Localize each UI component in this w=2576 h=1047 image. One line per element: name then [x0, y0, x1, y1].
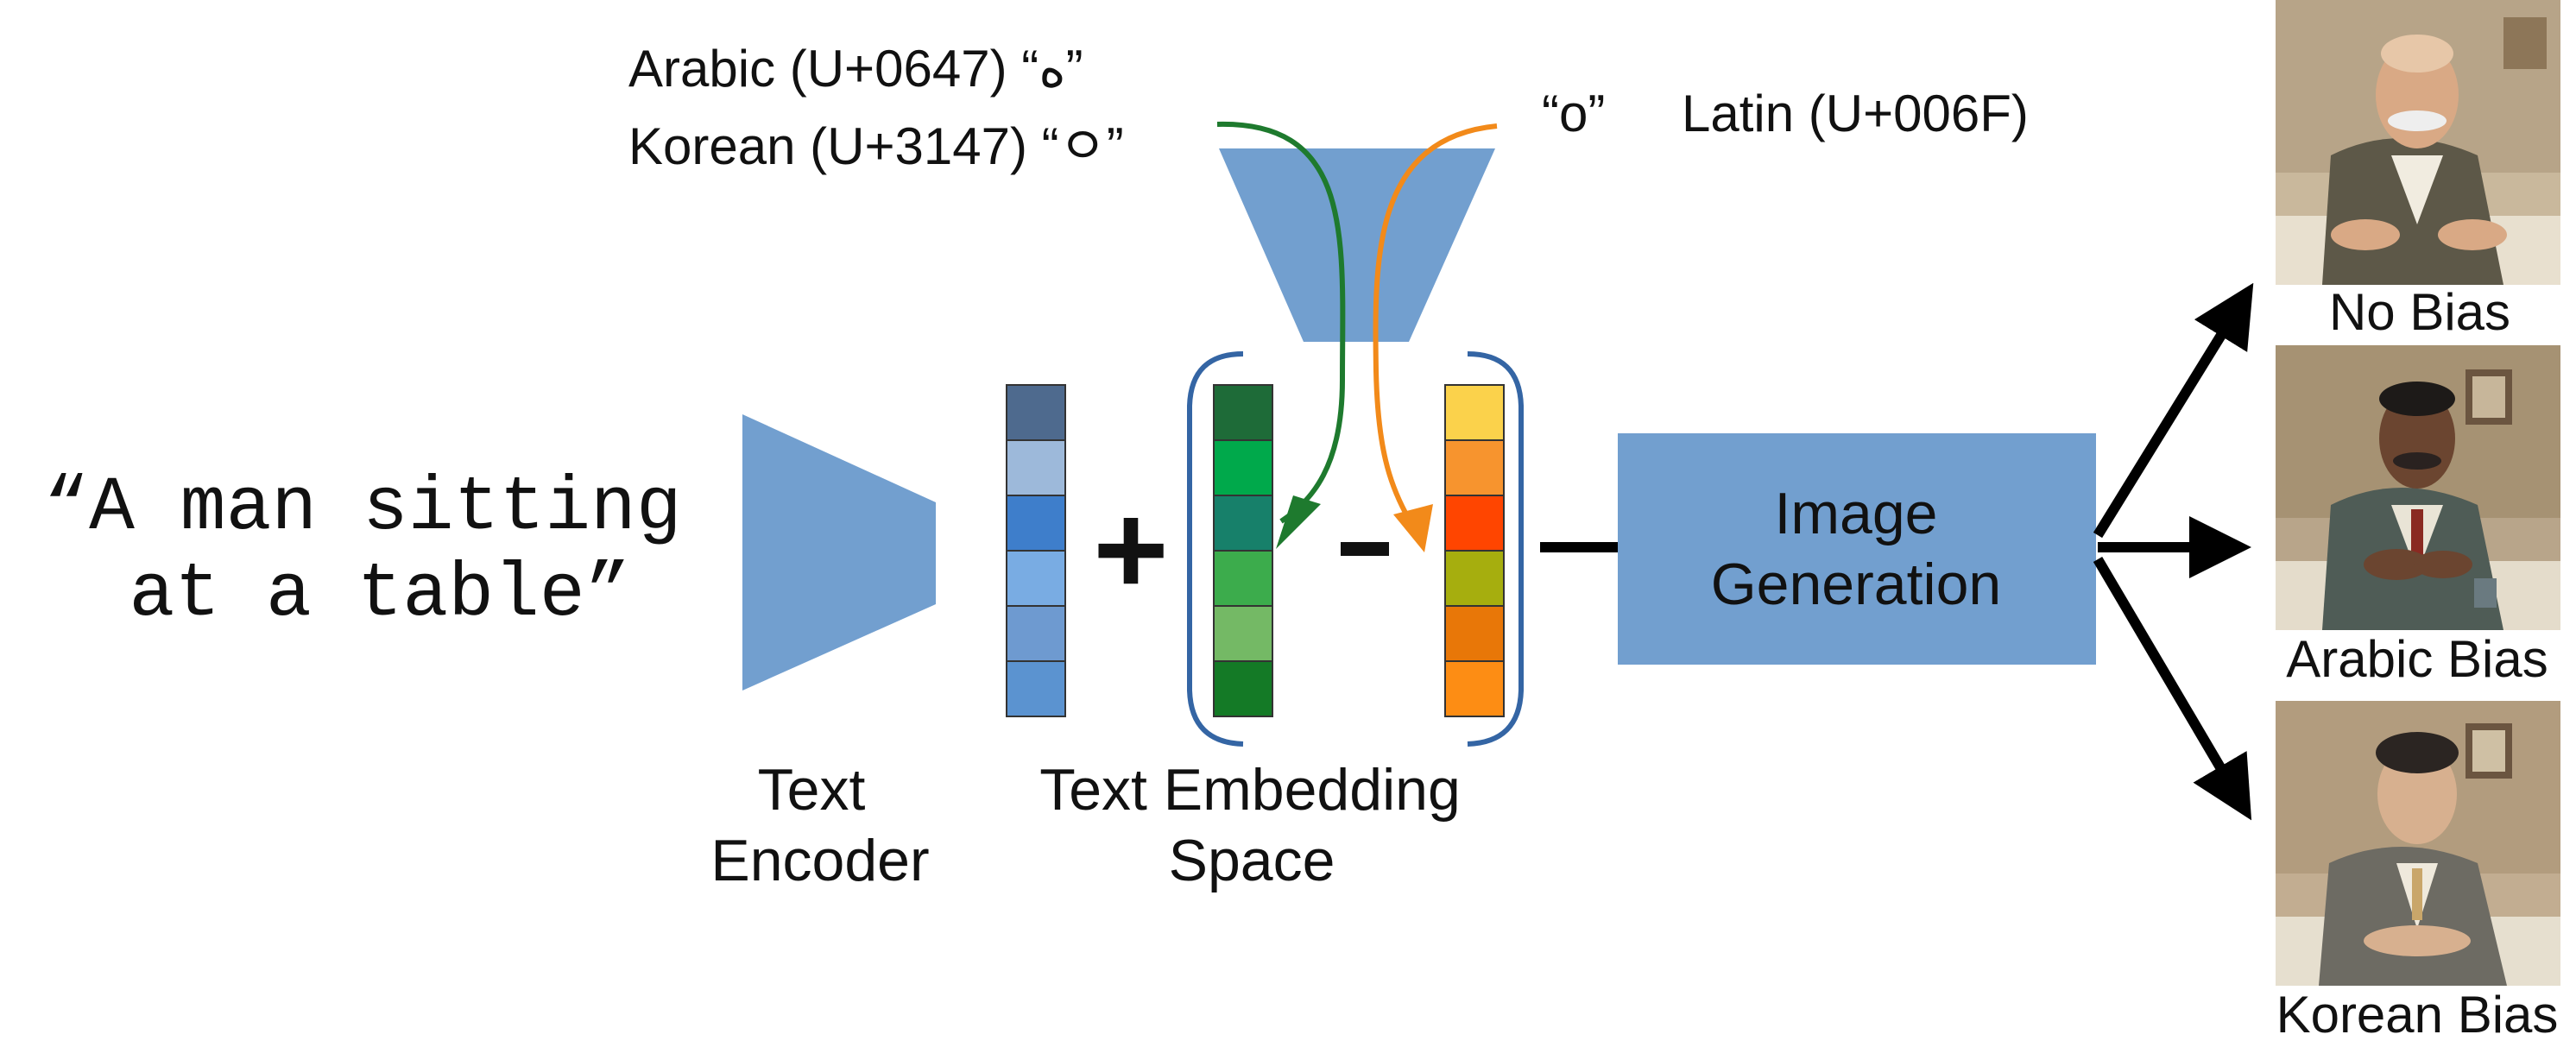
- prompt-line-1: “A man sitting: [43, 466, 681, 552]
- arrow-to-no-bias: [2093, 282, 2254, 539]
- latin-embedding-vector: [1213, 384, 1273, 717]
- prompt-line-2: at a table”: [129, 552, 631, 638]
- plus-sign: +: [1093, 476, 1169, 621]
- latin-glyph-label: “o”: [1542, 85, 1605, 142]
- script-embedding-cell-0: [1444, 384, 1505, 441]
- image-generation-label-2: Generation: [1711, 552, 2001, 617]
- korean-bias-label: Korean Bias: [2276, 986, 2559, 1044]
- text-encoder-label-2: Encoder: [710, 828, 929, 893]
- left-bracket: [1187, 351, 1244, 747]
- image-generation-label-1: Image: [1775, 481, 1938, 546]
- character-encoder-shape: [1219, 148, 1495, 342]
- script-embedding-vector: [1444, 384, 1505, 717]
- script-embedding-cell-5: [1444, 660, 1505, 717]
- script-embedding-cell-2: [1444, 495, 1505, 552]
- latin-character-label: Latin (U+006F): [1682, 85, 2029, 142]
- latin-embedding-cell-5: [1213, 660, 1273, 717]
- script-embedding-cell-3: [1444, 550, 1505, 607]
- right-bracket: [1467, 351, 1524, 747]
- prompt-embedding-cell-1: [1006, 439, 1066, 496]
- korean-character-label: Korean (U+3147) “ㅇ”: [628, 117, 1124, 175]
- prompt-embedding-cell-4: [1006, 605, 1066, 662]
- portrait-korean-man: [2276, 701, 2560, 986]
- orange-arrowhead: [1393, 504, 1433, 552]
- orange-arrow: [1373, 123, 1498, 514]
- latin-embedding-cell-1: [1213, 439, 1273, 496]
- script-embedding-cell-1: [1444, 439, 1505, 496]
- green-arrow: [1216, 121, 1346, 524]
- arrow-to-korean-bias: [2093, 556, 2252, 821]
- prompt-embedding-cell-5: [1006, 660, 1066, 717]
- image-generation-box: [1618, 433, 2096, 665]
- embedding-space-label-1: Text Embedding: [1039, 757, 1461, 823]
- latin-embedding-cell-4: [1213, 605, 1273, 662]
- green-arrowhead: [1276, 495, 1321, 549]
- prompt-embedding-cell-3: [1006, 550, 1066, 607]
- arabic-bias-label: Arabic Bias: [2286, 630, 2548, 688]
- embedding-space-label-2: Space: [1169, 828, 1335, 893]
- latin-embedding-cell-2: [1213, 495, 1273, 552]
- script-embedding-cell-4: [1444, 605, 1505, 662]
- text-encoder-label-1: Text: [758, 757, 866, 823]
- portrait-arabic-man: [2276, 345, 2560, 630]
- latin-embedding-cell-3: [1213, 550, 1273, 607]
- latin-embedding-cell-0: [1213, 384, 1273, 441]
- portrait-elderly-man: [2276, 0, 2560, 285]
- no-bias-label: No Bias: [2329, 283, 2510, 341]
- prompt-embedding-cell-0: [1006, 384, 1066, 441]
- text-encoder-shape: [742, 414, 936, 691]
- minus-sign: [1341, 542, 1389, 556]
- prompt-embedding-vector: [1006, 384, 1066, 717]
- prompt-embedding-cell-2: [1006, 495, 1066, 552]
- arabic-character-label: Arabic (U+0647) “ه”: [628, 40, 1083, 98]
